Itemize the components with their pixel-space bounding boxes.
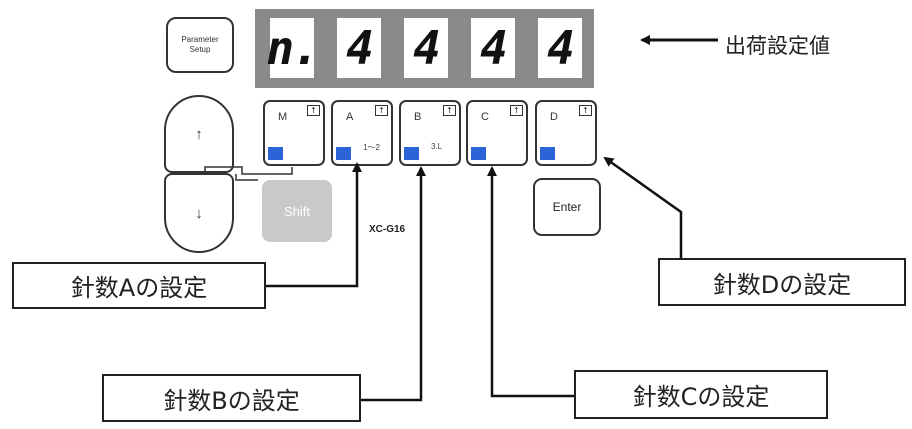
key-d-up-icon: ↑ (579, 105, 592, 116)
up-arrow-icon: ↑ (195, 125, 203, 143)
key-m-label: M (278, 111, 288, 123)
callout-a: 針数Aの設定 (12, 262, 266, 309)
key-b[interactable]: B ↑ 3.L (399, 100, 461, 166)
key-m[interactable]: M ↑ (263, 100, 325, 166)
display-digit-1: n. (266, 18, 320, 78)
key-m-up-icon: ↑ (307, 105, 320, 116)
key-d-indicator (540, 147, 555, 160)
callout-b: 針数Bの設定 (102, 374, 361, 422)
display-digit-2: 4 (337, 18, 381, 78)
callout-d: 針数Dの設定 (658, 258, 906, 306)
parameter-button-line2: Setup (189, 45, 211, 54)
parameter-button[interactable]: Parameter Setup (166, 17, 234, 73)
shift-button[interactable]: Shift (262, 180, 332, 242)
key-m-indicator (268, 147, 283, 160)
key-c[interactable]: C ↑ (466, 100, 528, 166)
updown-link-2 (235, 174, 258, 181)
callout-a-line (266, 162, 362, 288)
key-b-indicator (404, 147, 419, 160)
key-a-label: A (346, 111, 354, 123)
updown-link (204, 166, 293, 175)
key-a[interactable]: A ↑ 1～2 (331, 100, 393, 166)
down-arrow-icon: ↓ (195, 204, 203, 222)
key-a-sub: 1～2 (363, 143, 380, 152)
callout-c-line (487, 166, 574, 398)
parameter-button-line1: Parameter (181, 35, 219, 44)
up-button[interactable]: ↑ (164, 95, 234, 173)
display-digit-3: 4 (404, 18, 448, 78)
key-b-up-icon: ↑ (443, 105, 456, 116)
callout-d-line (603, 156, 683, 258)
key-a-up-icon: ↑ (375, 105, 388, 116)
model-label: XC-G16 (369, 224, 406, 235)
key-a-indicator (336, 147, 351, 160)
display-digit-5: 4 (538, 18, 582, 78)
display-digit-4: 4 (471, 18, 515, 78)
down-button[interactable]: ↓ (164, 173, 234, 253)
key-c-up-icon: ↑ (510, 105, 523, 116)
callout-c: 針数Cの設定 (574, 370, 828, 419)
key-b-label: B (414, 111, 422, 123)
key-c-indicator (471, 147, 486, 160)
key-c-label: C (481, 111, 489, 123)
key-b-sub: 3.L (431, 142, 443, 151)
callout-b-line (361, 166, 426, 402)
key-d-label: D (550, 111, 558, 123)
seven-segment-display: n. 4 4 4 4 (255, 9, 594, 88)
key-d[interactable]: D ↑ (535, 100, 597, 166)
enter-button[interactable]: Enter (533, 178, 601, 236)
shipping-default-label: 出荷設定値 (725, 34, 830, 58)
